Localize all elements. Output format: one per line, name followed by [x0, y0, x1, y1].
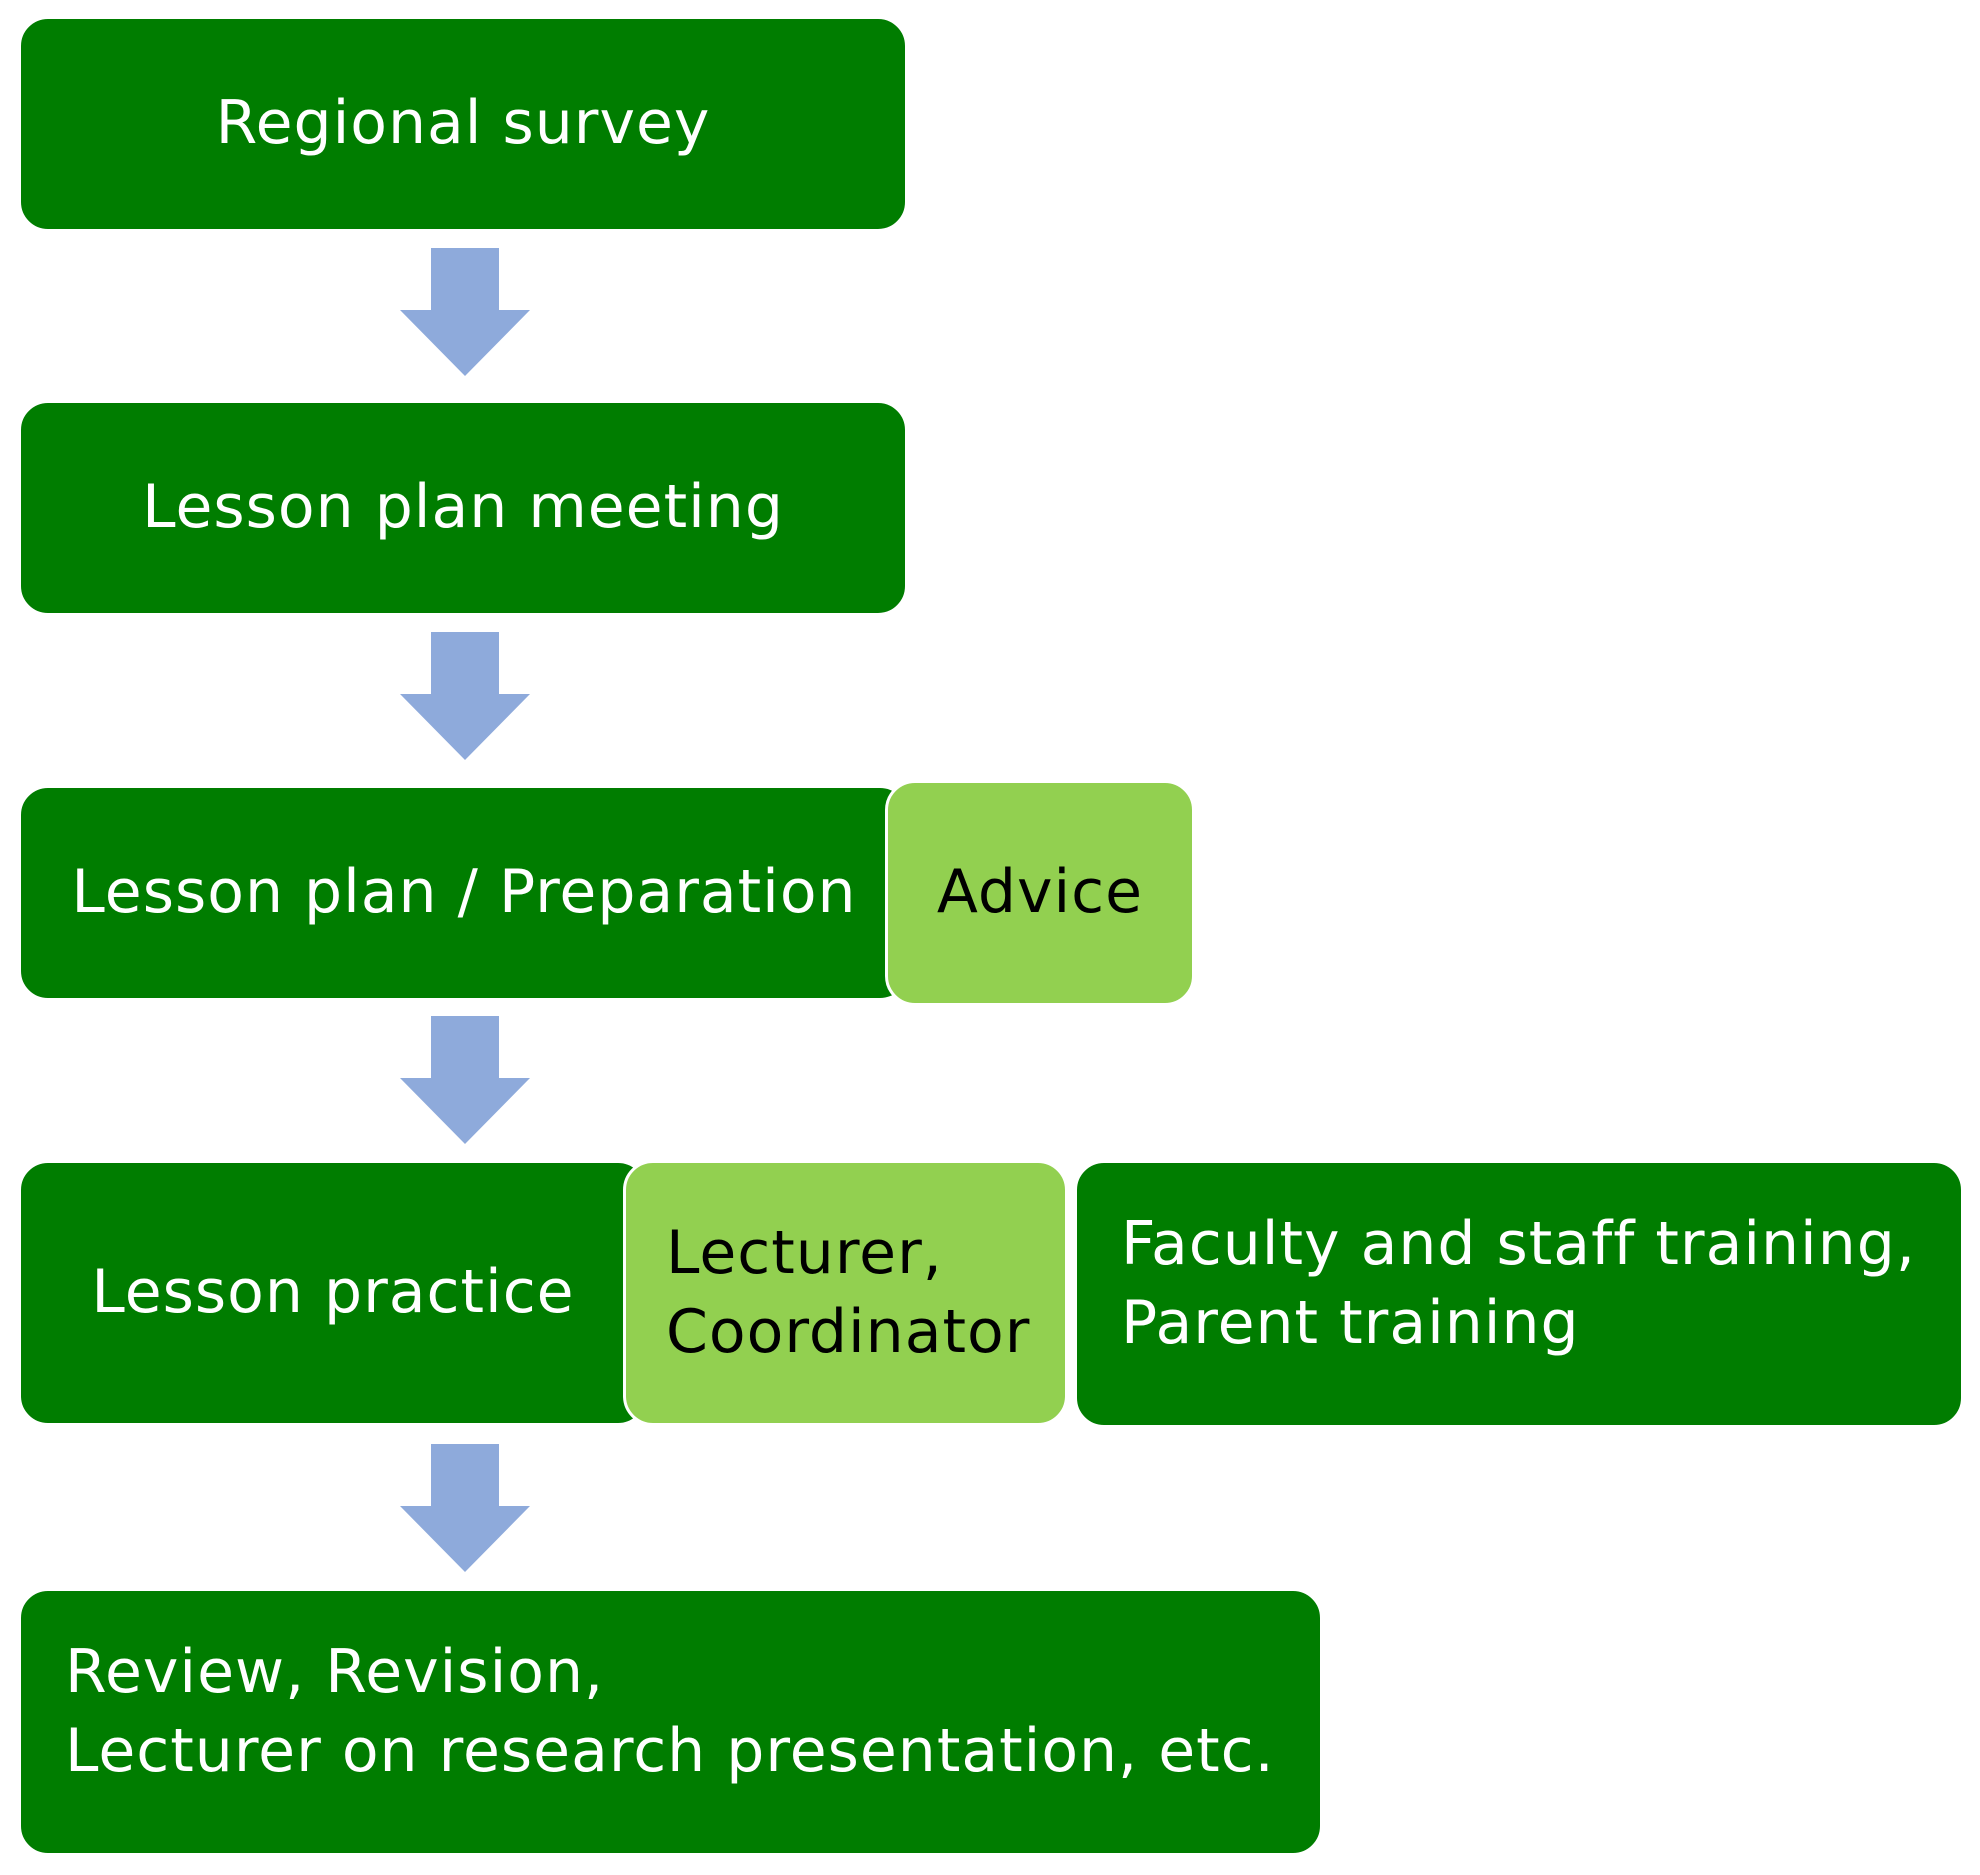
step-lesson-plan-preparation: Lesson plan / Preparation	[18, 785, 910, 1001]
step-lesson-plan-meeting: Lesson plan meeting	[18, 400, 908, 616]
side-note-training: Faculty and staff training, Parent train…	[1074, 1160, 1964, 1428]
side-note-advice-label: Advice	[936, 857, 1144, 928]
down-arrow-icon	[395, 632, 535, 762]
down-arrow-icon	[395, 248, 535, 378]
side-note-training-label: Faculty and staff training, Parent train…	[1121, 1208, 1916, 1358]
down-arrow-icon	[395, 1444, 535, 1574]
down-arrow-icon	[395, 1016, 535, 1146]
side-note-lecturer-coordinator: Lecturer, Coordinator	[623, 1160, 1068, 1426]
step-regional-survey-label: Regional survey	[215, 88, 711, 159]
step-lesson-plan-preparation-label: Lesson plan / Preparation	[71, 857, 857, 928]
step-review: Review, Revision, Lecturer on research p…	[18, 1588, 1323, 1856]
step-lesson-plan-meeting-label: Lesson plan meeting	[142, 472, 784, 543]
step-review-label: Review, Revision, Lecturer on research p…	[65, 1636, 1275, 1786]
step-lesson-practice-label: Lesson practice	[91, 1257, 575, 1328]
step-regional-survey: Regional survey	[18, 16, 908, 232]
side-note-advice: Advice	[885, 780, 1195, 1006]
step-lesson-practice: Lesson practice	[18, 1160, 648, 1426]
side-note-lecturer-coordinator-label: Lecturer, Coordinator	[666, 1217, 1031, 1367]
